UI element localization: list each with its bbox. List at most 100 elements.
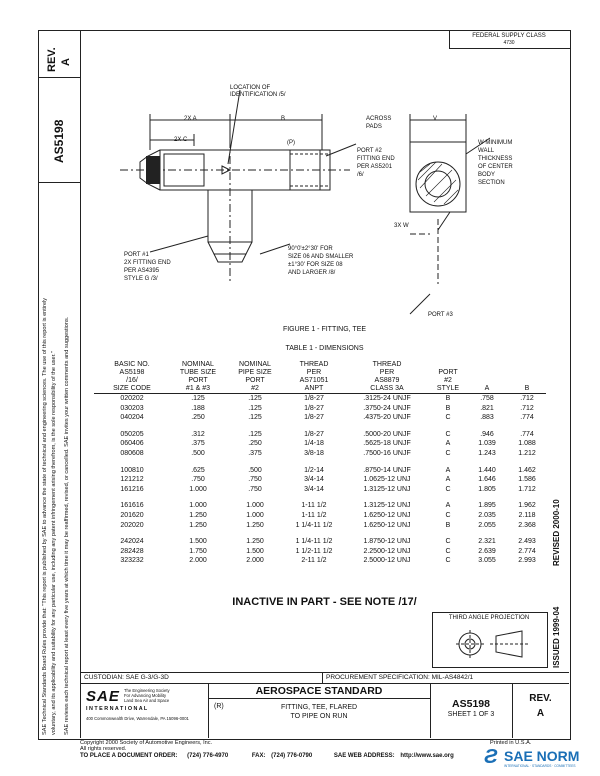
wall-line-6: SECTION [478, 180, 505, 186]
custodian: CUSTODIAN: SAE G-3/G-3D [84, 674, 169, 681]
sae-logo-letters: SAE [86, 688, 120, 705]
table-header-cell: PIPE SIZE [238, 369, 272, 376]
sae-tagline-2: For Advancing Mobility [124, 693, 167, 698]
title-block-top [80, 672, 569, 673]
fsc-label: FEDERAL SUPPLY CLASS [472, 33, 546, 39]
custodian-divider [322, 672, 323, 683]
table-cell: C [445, 547, 451, 555]
table-cell: 2-11 1/2 [301, 557, 327, 565]
table-cell: 1.3125-12 UNJ [363, 485, 411, 493]
table-cell: B [445, 395, 451, 402]
table-cell: .125 [248, 414, 262, 422]
table-cell: 1/8-27 [304, 404, 324, 412]
table-cell: 201620 [120, 511, 144, 519]
table-cell: .4375-20 UNJF [363, 414, 411, 422]
table-cell: 242024 [120, 538, 144, 546]
table-cell: 1/8-27 [304, 395, 324, 402]
table-cell: .3125-24 UNJF [363, 395, 411, 402]
table-cell: 1.000 [246, 502, 264, 510]
port2-line-1: PORT #2 [357, 148, 382, 154]
dim-p: (P) [287, 140, 295, 146]
table-cell: 1/4-18 [304, 440, 324, 448]
table-header-cell: CLASS 3A [344, 385, 430, 394]
sae-norm-mark-icon: Ƨ [484, 746, 498, 768]
table-cell: 1-11 1/2 [301, 502, 327, 510]
table-cell: 1/2-14 [304, 466, 324, 474]
table-cell: 1-11 1/2 [301, 511, 327, 519]
table-cell: .750 [248, 476, 262, 484]
procurement-spec: PROCUREMENT SPECIFICATION: MIL-AS4842/1 [326, 674, 474, 681]
table-header-cell: THREAD [372, 361, 402, 368]
wall-line-3: THICKNESS [478, 156, 513, 162]
port1-line-4: STYLE G /3/ [124, 276, 158, 282]
left-strip-rule-2 [38, 182, 80, 183]
table-cell: 1.462 [518, 466, 536, 474]
table-cell: .758 [480, 395, 494, 402]
table-cell: .774 [520, 430, 534, 438]
tee-fitting-drawing [120, 89, 490, 315]
table-cell: 2.321 [478, 538, 496, 546]
table-header-cell: AS8879 [374, 377, 400, 384]
table-cell: 030203 [120, 404, 144, 412]
doc-title-line-2: TO PIPE ON RUN [290, 713, 348, 720]
wall-line-2: WALL [478, 148, 495, 154]
table-cell: 1.500 [189, 538, 207, 546]
issued-date: ISSUED 1999-04 [552, 606, 561, 668]
side-doc-number: AS5198 [52, 119, 66, 163]
table-cell: 161216 [120, 485, 144, 493]
sheet-number: SHEET 1 OF 3 [447, 711, 495, 718]
rev-box-label: REV. [529, 693, 552, 704]
table-header-cell [508, 361, 546, 369]
table-cell: 1.8750-12 UNJ [363, 538, 411, 546]
table-cell: 050205 [120, 430, 144, 438]
table-cell: 1.088 [518, 440, 536, 448]
aerospace-standard-title: AEROSPACE STANDARD [255, 685, 383, 697]
table-header-cell: PER [306, 369, 322, 376]
across-pads-1: ACROSS [366, 116, 392, 122]
rev-box-value: A [536, 708, 545, 719]
flare-line-4: AND LARGER /8/ [288, 270, 336, 276]
table-header-cell [508, 369, 546, 377]
table-header-cell: ANPT [284, 385, 344, 394]
table-cell: .7500-16 UNJF [363, 449, 411, 457]
order-line: TO PLACE A DOCUMENT ORDER: (724) 776-497… [80, 753, 454, 759]
registered-mark: (R) [214, 703, 224, 710]
table-cell: .250 [191, 414, 205, 422]
table-cell: .188 [191, 404, 205, 412]
table-header-cell: /16/ [126, 377, 138, 384]
table-header-cell: AS71051 [299, 377, 329, 384]
disclaimer-line-3: SAE reviews each technical report at lea… [64, 316, 70, 735]
table-cell: 1 1/4-11 1/2 [295, 521, 333, 529]
web-value[interactable]: http://www.sae.org [400, 753, 454, 759]
table-header-cell: PORT [438, 369, 458, 376]
table-cell: A [445, 476, 451, 484]
table-cell: .500 [248, 466, 262, 474]
table-cell: C [445, 430, 451, 438]
group-spacer [94, 530, 546, 537]
table-header-cell: TUBE SIZE [179, 369, 217, 376]
aero-rule [208, 698, 430, 699]
table-cell: 1.000 [189, 485, 207, 493]
table-cell: 2.639 [478, 547, 496, 555]
table-cell: 323232 [120, 557, 144, 565]
figure-caption: FIGURE 1 - FITTING, TEE [282, 326, 367, 333]
group-spacer-cell [94, 423, 546, 430]
port1-line-3: PER AS4395 [124, 268, 160, 274]
table-caption: TABLE 1 - DIMENSIONS [285, 345, 364, 352]
across-pads-2: PADS [366, 124, 382, 130]
loc-ident-label-2: IDENTIFICATION /5/ [230, 92, 286, 98]
port2-line-4: /6/ [357, 172, 364, 178]
table-header-cell: SIZE CODE [94, 385, 170, 394]
table-cell: C [445, 414, 451, 422]
table-header-cell: B [508, 385, 546, 394]
third-angle-label: THIRD ANGLE PROJECTION [448, 615, 530, 621]
table-cell: .946 [480, 430, 494, 438]
